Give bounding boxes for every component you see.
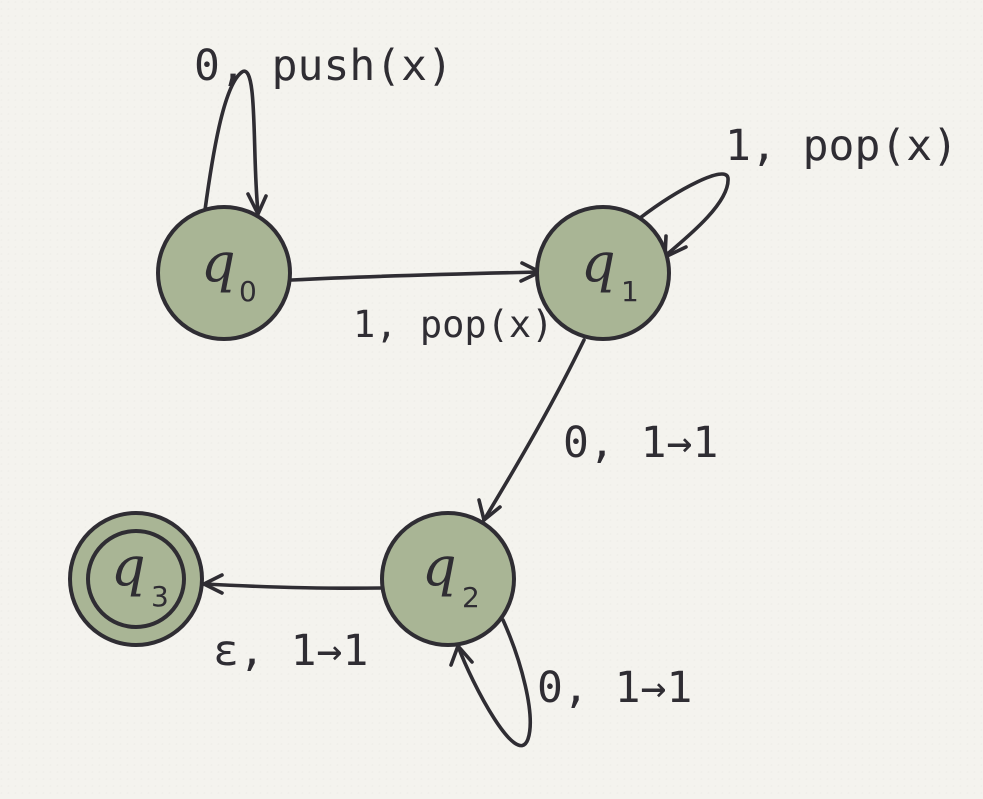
state-q2-circle (380, 511, 516, 647)
state-q3-inner-circle (86, 529, 186, 629)
state-q1-subscript: 1 (621, 275, 639, 308)
label-q0-q1: 1, pop(x) (353, 303, 553, 346)
state-q3-subscript: 3 (151, 580, 169, 613)
state-q3: q 3 (68, 511, 204, 647)
transition-q2-q3 (202, 582, 384, 591)
label-q1-loop: 1, pop(x) (725, 121, 958, 171)
arrowhead-q2-q3 (202, 573, 224, 595)
state-q2-letter: q (422, 535, 457, 598)
transition-q1-loop (638, 172, 730, 258)
transition-q1-q2 (482, 338, 586, 522)
state-q1: q 1 (535, 205, 671, 341)
transition-q0-loop (203, 69, 260, 214)
state-q2-subscript: 2 (462, 581, 480, 614)
state-q1-circle (535, 205, 671, 341)
label-q2-q3: ε, 1→1 (213, 626, 368, 676)
state-q2: q 2 (380, 511, 516, 647)
transition-labels: 0, push(x) 1, pop(x) 1, pop(x) 0, 1→1 ε,… (194, 41, 958, 713)
arrowhead-q0-loop (246, 192, 268, 216)
label-q0-loop: 0, push(x) (194, 41, 453, 91)
transitions (202, 69, 730, 748)
label-q2-loop: 0, 1→1 (537, 663, 692, 713)
arrowhead-q1-q2 (477, 498, 502, 522)
state-q0-subscript: 0 (239, 275, 257, 308)
state-q0: q 0 (156, 205, 292, 341)
state-q3-letter: q (111, 535, 146, 598)
label-q1-q2: 0, 1→1 (563, 418, 718, 468)
state-q0-circle (156, 205, 292, 341)
transition-q0-q1 (290, 270, 542, 282)
transition-q2-loop (456, 618, 532, 748)
state-q1-letter: q (581, 231, 616, 294)
state-q0-letter: q (201, 231, 236, 294)
